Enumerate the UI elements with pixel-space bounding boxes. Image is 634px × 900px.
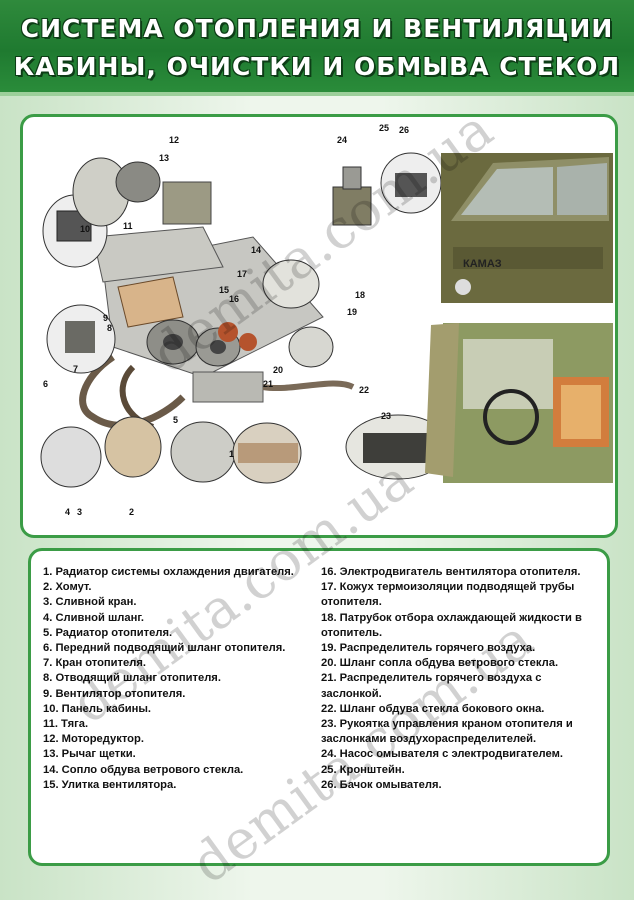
legend-item: 25. Кронштейн. [321,763,405,776]
title-line-1: СИСТЕМА ОТОПЛЕНИЯ И ВЕНТИЛЯЦИИ [20,14,614,43]
callout-5: 5 [173,415,178,425]
legend-item: 1. Радиатор системы охлаждения двигателя… [43,566,294,578]
callout-3: 3 [77,507,82,517]
legend-item: 3. Сливной кран. [43,596,137,609]
legend-item: 16. Электродвигатель вентилятора отопите… [321,566,581,578]
heater-assembly [79,181,355,430]
callout-4: 4 [65,507,70,517]
legend-column-right: 16. Электродвигатель вентилятора отопите… [321,565,599,793]
legend-item: 11. Тяга. [43,718,89,731]
detail-insets [40,152,451,488]
legend-item: 6. Передний подводящий шланг отопителя. [43,642,286,655]
legend-item: 22. Шланг обдува стекла бокового окна. [321,702,545,715]
callout-12: 12 [169,135,179,145]
legend-item: 15. Улитка вентилятора. [43,778,177,791]
legend-item: 10. Панель кабины. [43,702,152,715]
legend-item: 7. Кран отопителя. [43,657,146,670]
legend-item: 20. Шланг сопла обдува ветрового стекла. [321,657,559,670]
legend-item: 4. Сливной шланг. [43,611,145,624]
heating-system-diagram: КАМАЗ 1 2 3 4 5 6 7 8 9 [40,123,613,517]
callout-10: 10 [80,224,90,234]
legend-item: 13. Рычаг щетки. [43,748,136,761]
callout-16: 16 [229,294,239,304]
callout-11: 11 [123,221,133,231]
callout-20: 20 [273,365,283,375]
callout-22: 22 [359,385,369,395]
legend-item: 2. Хомут. [43,581,92,594]
legend-item: 5. Радиатор отопителя. [43,626,173,639]
callout-6: 6 [43,379,48,389]
callout-9: 9 [103,313,108,323]
legend: 1. Радиатор системы охлаждения двигателя… [43,565,599,793]
legend-item: 9. Вентилятор отопителя. [43,687,186,700]
legend-item: 24. Насос омывателя с электродвигателем. [321,748,563,761]
callout-24: 24 [337,135,347,145]
callout-21: 21 [263,379,273,389]
diagram-panel: КАМАЗ 1 2 3 4 5 6 7 8 9 [20,114,618,538]
callout-13: 13 [159,153,169,163]
legend-item: 8. Отводящий шланг отопителя. [43,672,221,685]
legend-item: 12. Моторедуктор. [43,733,144,746]
callout-numbers: 1 2 3 4 5 6 7 8 9 10 11 12 13 14 15 16 1… [43,123,409,517]
callout-14: 14 [251,245,261,255]
callout-26: 26 [399,125,409,135]
title-line-2: КАБИНЫ, ОЧИСТКИ И ОБМЫВА СТЕКОЛ [13,52,621,81]
legend-item: 18. Патрубок отбора охлаждающей жидкости… [321,611,582,639]
callout-18: 18 [355,290,365,300]
callout-19: 19 [347,307,357,317]
legend-item: 19. Распределитель горячего воздуха. [321,642,536,655]
legend-panel: 1. Радиатор системы охлаждения двигателя… [28,548,610,866]
legend-item: 14. Сопло обдува ветрового стекла. [43,763,244,776]
cab-interior [425,323,613,483]
legend-item: 21. Распределитель горячего воздуха с за… [321,672,542,700]
callout-23: 23 [381,411,391,421]
callout-8: 8 [107,323,112,333]
legend-item: 17. Кожух термоизоляции подводящей трубы… [321,581,575,609]
legend-item: 23. Рукоятка управления краном отопителя… [321,718,573,746]
washer-pump [332,166,372,226]
truck-brand-label: КАМАЗ [463,258,502,270]
callout-1: 1 [229,449,234,459]
callout-17: 17 [237,269,247,279]
callout-25: 25 [379,123,389,133]
header-banner: СИСТЕМА ОТОПЛЕНИЯ И ВЕНТИЛЯЦИИ КАБИНЫ, О… [0,0,634,96]
truck-exterior: КАМАЗ [441,153,613,303]
legend-item: 26. Бачок омывателя. [321,778,442,791]
legend-column-left: 1. Радиатор системы охлаждения двигателя… [43,565,321,793]
callout-15: 15 [219,285,229,295]
callout-7: 7 [73,364,78,374]
callout-2: 2 [129,507,134,517]
